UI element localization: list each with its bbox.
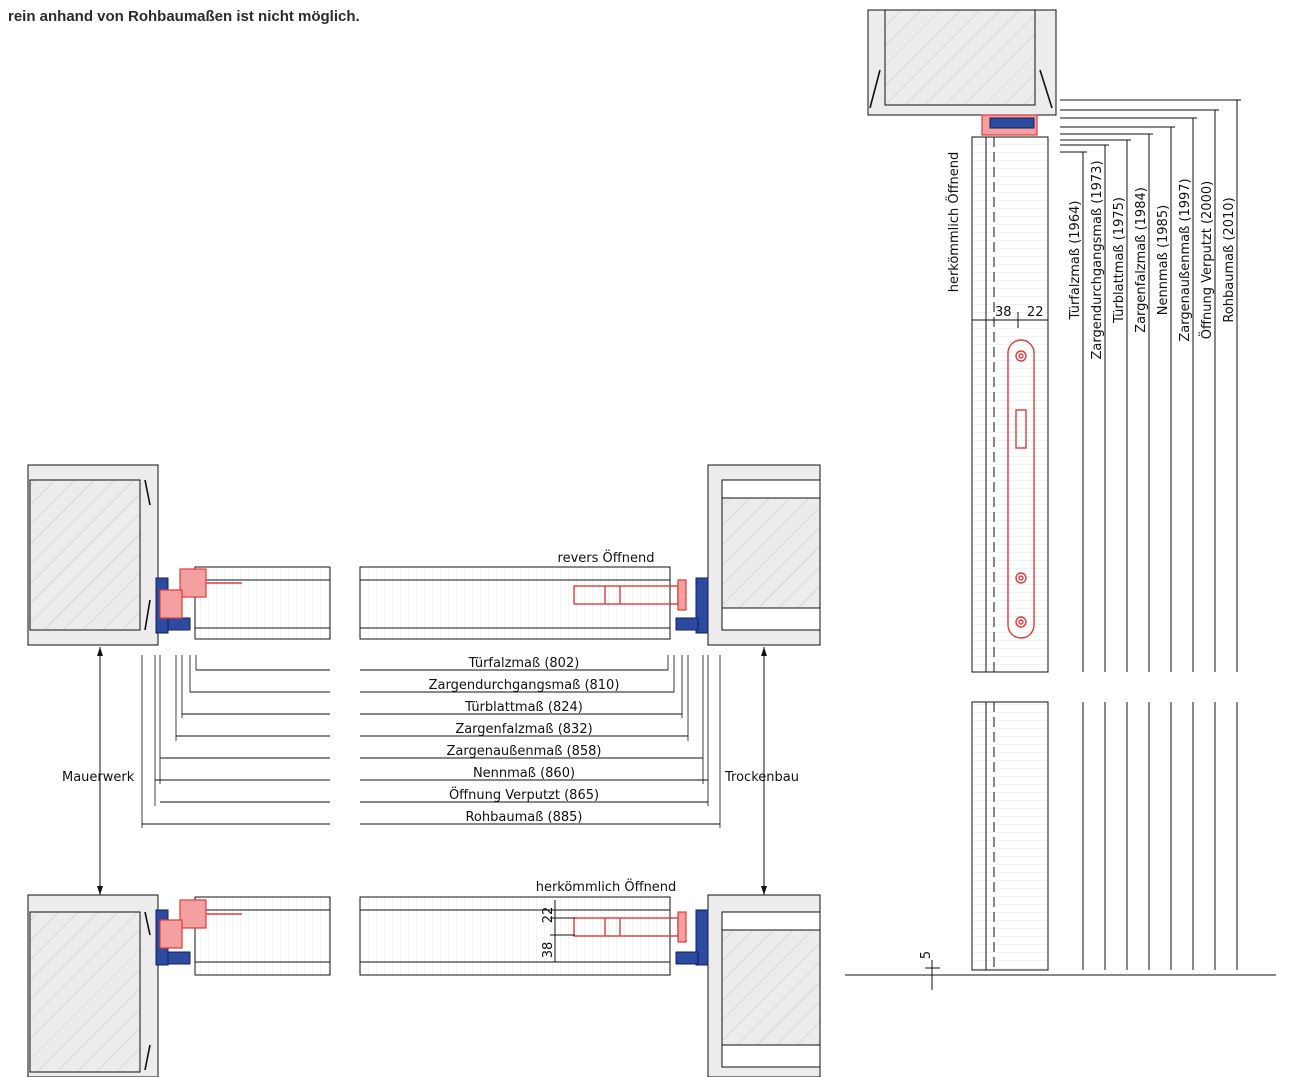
label-herkoemmlich-plan: herkömmlich Öffnend <box>536 878 677 895</box>
plan-view: revers Öffnend herkömmlich Öffnend 22 38… <box>27 464 821 1077</box>
label-mauerwerk: Mauerwerk <box>62 770 135 785</box>
plan-dim-label: Zargendurchgangsmaß (810) <box>429 678 620 693</box>
frame-profile-right-bottom <box>675 909 709 966</box>
plan-dim-label: Rohbaumaß (885) <box>465 810 582 825</box>
elev-dim-label: Öffnung Verputzt (2000) <box>1198 181 1215 339</box>
wall-masonry-bottom <box>27 894 159 1077</box>
plan-dim-label: Zargenaußenmaß (858) <box>446 744 601 759</box>
elev-dim-label: Türblattmaß (1975) <box>1112 197 1127 324</box>
lock-top <box>573 579 687 611</box>
elev-dim-label: Zargenaußenmaß (1997) <box>1178 178 1193 341</box>
elev-dim-label: Zargenfalzmaß (1984) <box>1134 187 1149 333</box>
plan-dim-label: Türfalzmaß (802) <box>468 656 580 671</box>
frame-profile-right-top <box>675 577 709 634</box>
plan-dim-label: Türblattmaß (824) <box>464 700 583 715</box>
label-herkoemmlich-elev: herkömmlich Öffnend <box>945 152 962 293</box>
wall-masonry-top <box>27 464 159 646</box>
elev-dim-label: Zargendurchgangsmaß (1973) <box>1090 160 1105 359</box>
intro-text: rein anhand von Rohbaumaßen ist nicht mö… <box>8 8 360 25</box>
elevation-lintel <box>867 9 1057 116</box>
label-revers: revers Öffnend <box>558 549 655 566</box>
plan-dim-label: Nennmaß (860) <box>473 766 575 781</box>
elev-dim-label: Rohbaumaß (2010) <box>1222 197 1237 322</box>
plan-dimension-lines: Türfalzmaß (802) Zargendurchgangsmaß (810… <box>142 656 720 825</box>
elevation-lock <box>1007 339 1035 639</box>
hinge-left-bottom <box>159 899 242 949</box>
dim-38-elev: 38 <box>995 305 1012 320</box>
door-leaf-bottom <box>194 896 671 976</box>
label-trockenbau: Trockenbau <box>724 770 799 785</box>
elevation-view: 38 22 5 herkömmlich Öffnend <box>845 9 1276 990</box>
dim-5-elev: 5 <box>919 951 934 959</box>
dim-22-plan: 22 <box>541 907 556 924</box>
elevation-door-leaf <box>971 136 1049 971</box>
lock-bottom <box>573 911 687 943</box>
elevation-dimension-lines: Türfalzmaß (1964) Zargendurchgangsmaß (19… <box>1060 99 1241 970</box>
dim-22-elev: 22 <box>1027 305 1044 320</box>
wall-drywall-bottom <box>707 894 821 1077</box>
elev-dim-label: Nennmaß (1985) <box>1156 205 1171 315</box>
plan-dim-label: Öffnung Verputzt (865) <box>449 786 599 803</box>
frame-head-profile <box>989 117 1035 129</box>
dim-38-plan: 38 <box>541 942 556 959</box>
elev-dim-label: Türfalzmaß (1964) <box>1068 201 1083 321</box>
hinge-left-top <box>159 568 242 619</box>
plan-dim-label: Zargenfalzmaß (832) <box>455 722 592 737</box>
door-leaf-top <box>194 566 671 640</box>
wall-drywall-top <box>707 464 821 646</box>
